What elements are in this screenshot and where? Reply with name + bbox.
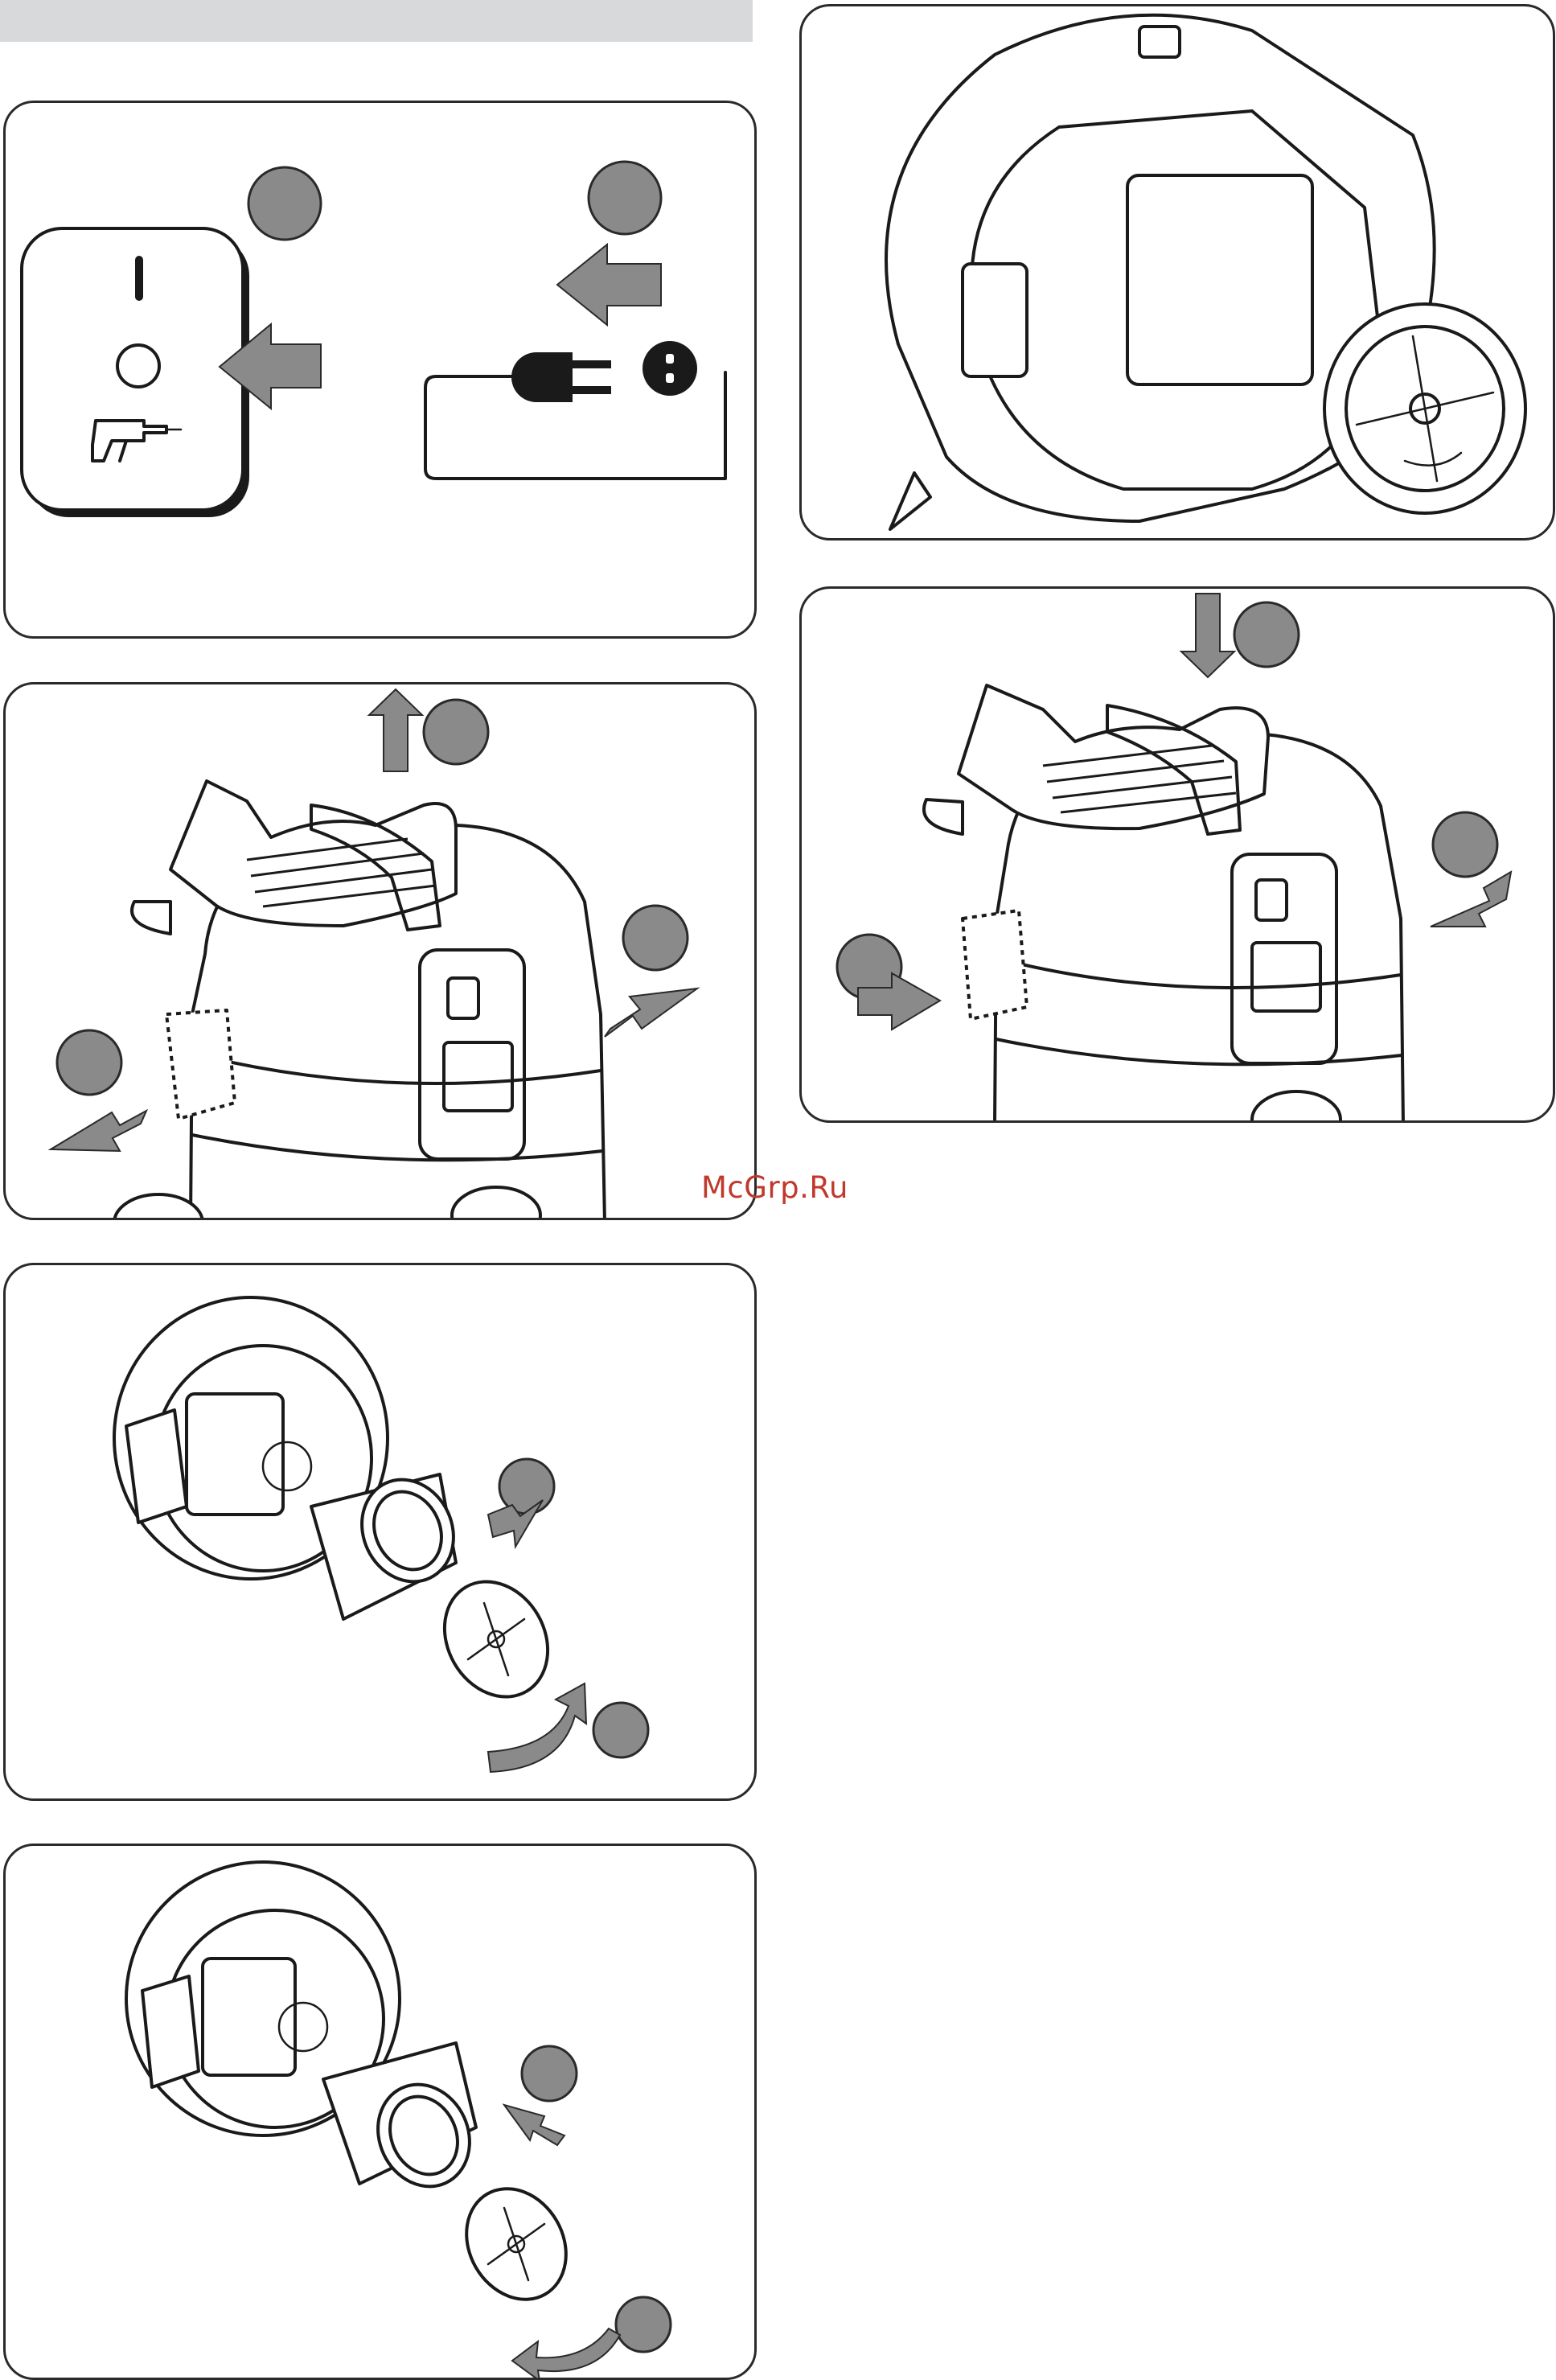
- vacuum-illustration: [6, 684, 757, 1220]
- motor-head-illustration: [802, 6, 1555, 541]
- arrow-icon: [504, 2105, 565, 2145]
- callout-circle-1: [1234, 602, 1299, 667]
- arrow-icon: [369, 689, 422, 771]
- panel-install-filter: [3, 1844, 757, 2380]
- panel-socket-and-plug: [3, 101, 757, 639]
- callout-circle-1: [424, 700, 488, 764]
- filter-cage: [425, 1563, 569, 1716]
- callout-circle-1: [248, 167, 321, 240]
- callout-circle-3: [57, 1030, 121, 1095]
- callout-circle-2: [589, 162, 661, 234]
- panel-open-latches: [3, 682, 757, 1220]
- arrow-icon: [1181, 594, 1234, 677]
- callout-circle-1: [522, 2046, 577, 2101]
- callout-circle-1: [499, 1459, 554, 1514]
- plug-diagram: [425, 341, 725, 479]
- arrow-icon: [605, 989, 697, 1037]
- filter-install-illustration: [6, 1846, 757, 2380]
- panel-socket-illustration: [6, 103, 757, 639]
- callout-circle-2: [593, 1703, 648, 1757]
- filter-removal-illustration: [6, 1265, 757, 1801]
- device-socket-panel: [22, 228, 249, 517]
- arrow-icon: [557, 245, 661, 325]
- arrow-icon: [512, 2329, 620, 2380]
- on-off-switch-icon: [1139, 27, 1180, 57]
- plug-icon: [511, 352, 573, 402]
- header-bar: [0, 0, 753, 42]
- panel-close-latches: [799, 586, 1555, 1123]
- arrow-icon: [1431, 872, 1511, 927]
- vacuum-illustration: [802, 589, 1555, 1123]
- outlet-icon: [643, 341, 697, 396]
- filter-cage: [447, 2171, 585, 2318]
- panel-remove-filter: [3, 1263, 757, 1801]
- watermark: McGrp.Ru: [701, 1170, 848, 1205]
- vacuum-body: [924, 685, 1403, 1123]
- panel-motor-head-detail: [799, 4, 1555, 541]
- arrow-icon: [51, 1111, 146, 1151]
- callout-circle-2: [623, 906, 688, 970]
- on-off-switch-icon: [135, 256, 143, 301]
- callout-circle-2: [616, 2297, 671, 2352]
- motor-head: [886, 15, 1525, 529]
- callout-circle-2: [1433, 812, 1497, 877]
- vacuum-body: [114, 781, 605, 1220]
